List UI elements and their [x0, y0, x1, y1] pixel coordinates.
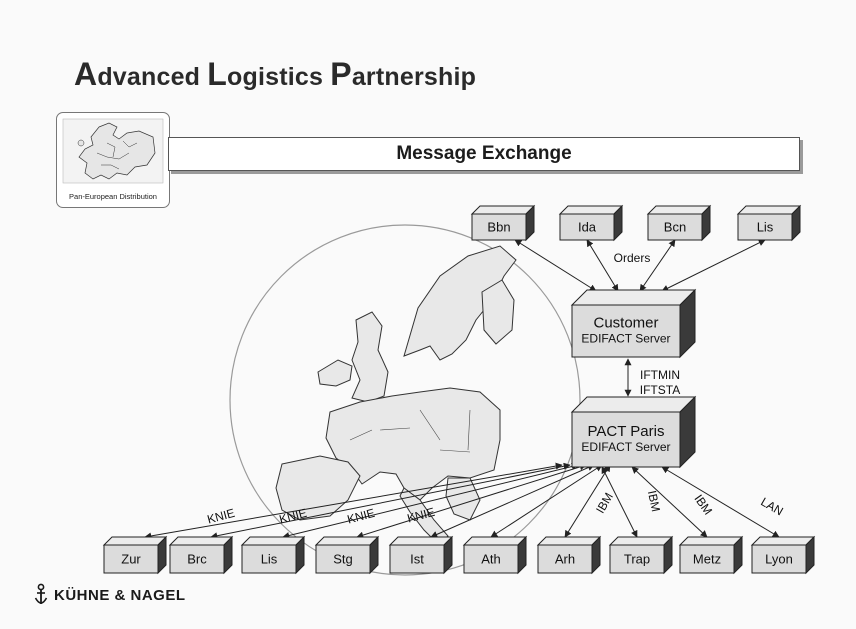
- orders-label: Orders: [614, 251, 651, 265]
- bottom-node-6: Ath: [462, 535, 528, 575]
- top-node-bcn-label-1: Bcn: [664, 220, 686, 235]
- bottom-node-3: Lis: [240, 535, 306, 575]
- link-arrow-7: [564, 464, 611, 538]
- link-arrow-3: [282, 463, 579, 539]
- customer-edifact-server-label-2: EDIFACT Server: [581, 332, 670, 346]
- map-scandinavia: [403, 245, 517, 361]
- ibm-label-2: IBM: [645, 489, 663, 513]
- bottom-node-9-label-1: Metz: [693, 552, 721, 567]
- pact-paris-edifact-server-label-2: EDIFACT Server: [581, 440, 670, 454]
- bottom-node-10-label-1: Lyon: [765, 552, 793, 567]
- orders-arrow-4: [661, 239, 766, 292]
- bottom-node-7: Arh: [536, 535, 602, 575]
- customer-edifact-server-label-1: Customer: [593, 314, 658, 331]
- map-italy: [399, 487, 449, 545]
- message-exchange-banner: Message Exchange: [168, 137, 800, 171]
- bottom-node-1-label-1: Zur: [121, 552, 141, 567]
- bottom-node-4-label-1: Stg: [333, 552, 353, 567]
- top-node-lis-label-1: Lis: [757, 220, 774, 235]
- top-node-ida-label-1: Ida: [578, 220, 597, 235]
- link-arrow-6: [490, 464, 603, 538]
- bottom-node-3-label-1: Lis: [261, 552, 278, 567]
- inset-caption: Pan-European Distribution: [69, 192, 157, 201]
- map-ireland: [317, 359, 353, 387]
- top-node-bcn: Bcn: [646, 204, 712, 242]
- bottom-node-6-label-1: Ath: [481, 552, 501, 567]
- bottom-node-5-label-1: Ist: [410, 552, 424, 567]
- link-arrow-4: [356, 463, 587, 539]
- map-britain: [351, 311, 389, 403]
- orders-arrow-3: [639, 239, 676, 292]
- link-arrow-10: [661, 466, 780, 538]
- knie-label-4: KNIE: [406, 505, 437, 526]
- ibm-label-3: IBM: [691, 492, 715, 518]
- bottom-node-4: Stg: [314, 535, 380, 575]
- top-node-bbn: Bbn: [470, 204, 536, 242]
- orders-arrow-1: [514, 239, 597, 292]
- pact-paris-edifact-server-label-1: PACT Paris: [588, 423, 665, 440]
- bottom-node-7-label-1: Arh: [555, 552, 575, 567]
- logo-text: KÜHNE & NAGEL: [54, 586, 186, 604]
- bottom-node-2: Brc: [168, 535, 234, 575]
- map-finland: [481, 279, 515, 345]
- link-arrow-8: [601, 466, 638, 538]
- link-arrow-2: [210, 462, 571, 540]
- bottom-node-8-label-1: Trap: [624, 552, 650, 567]
- ibm-label-1: IBM: [593, 490, 616, 515]
- europe-map: [229, 224, 581, 576]
- bottom-node-1: Zur: [102, 535, 168, 575]
- bottom-node-5: Ist: [388, 535, 454, 575]
- bottom-node-10: Lyon: [750, 535, 816, 575]
- lan-label: LAN: [758, 495, 785, 519]
- link-arrow-1: [144, 462, 563, 540]
- connection-lines: [144, 239, 780, 540]
- link-arrow-5: [430, 464, 595, 538]
- map-iberia: [275, 455, 361, 521]
- anchor-icon: [34, 583, 48, 604]
- bottom-node-8: Trap: [608, 535, 674, 575]
- top-node-ida: Ida: [558, 204, 624, 242]
- europe-inset-map: Pan-European Distribution: [56, 112, 170, 208]
- bottom-node-2-label-1: Brc: [187, 552, 207, 567]
- knie-label-3: KNIE: [346, 506, 377, 527]
- kuehne-nagel-logo: KÜHNE & NAGEL: [34, 583, 186, 607]
- map-balkans: [445, 477, 481, 521]
- bottom-node-9: Metz: [678, 535, 744, 575]
- top-node-bbn-label-1: Bbn: [487, 220, 510, 235]
- europe-thumbnail-icon: [62, 118, 164, 184]
- knie-label-1: KNIE: [206, 506, 237, 527]
- knie-label-2: KNIE: [278, 506, 309, 527]
- slide-title: Advanced Logistics Partnership: [74, 56, 477, 92]
- top-node-lis: Lis: [736, 204, 802, 242]
- map-continent: [325, 387, 501, 501]
- iftsta-label: IFTSTA: [640, 383, 680, 397]
- orders-arrow-2: [586, 239, 619, 292]
- map-circle-outline: [229, 224, 581, 576]
- link-arrow-9: [631, 466, 708, 538]
- iftmin-label: IFTMIN: [640, 368, 680, 382]
